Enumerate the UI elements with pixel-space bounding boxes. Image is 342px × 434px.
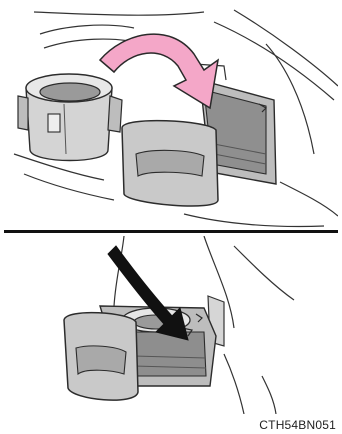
bottom-illustration (4, 236, 338, 414)
panel-divider (4, 230, 338, 233)
top-illustration-panel (4, 4, 338, 230)
drawer-front-panel-bottom (64, 313, 138, 400)
cup-insert-removed (18, 74, 122, 161)
figure-reference-code: CTH54BN051 (259, 418, 336, 432)
bottom-illustration-panel (4, 236, 338, 414)
top-illustration (4, 4, 338, 230)
curved-arrow-pink-icon (100, 34, 218, 108)
drawer-front-panel (122, 121, 218, 206)
